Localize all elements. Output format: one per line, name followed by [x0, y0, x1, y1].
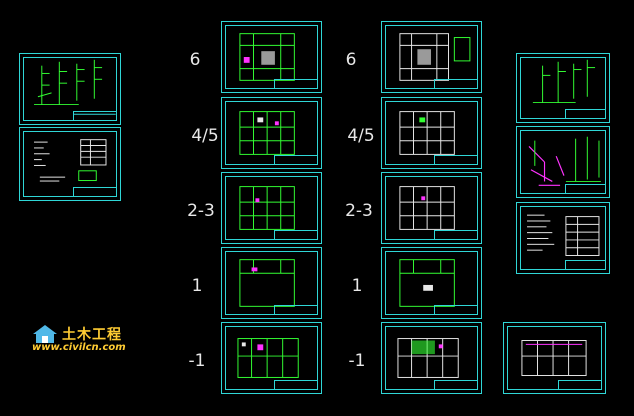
notes-drawing [34, 139, 107, 182]
title-block [274, 79, 317, 88]
riser-drawing [532, 59, 596, 104]
plan-drawing [399, 259, 455, 307]
title-block [565, 184, 605, 193]
plan-drawing [399, 33, 471, 81]
riser-drawing [34, 59, 116, 115]
civilcn-logo: 土木工程 www.civilcn.com [30, 322, 126, 356]
system-drawing [528, 136, 601, 186]
sheet-frame [225, 176, 318, 240]
sheet-frame [23, 131, 117, 197]
sheet-plan-b-floor-minus-1[interactable] [381, 322, 482, 394]
sheet-frame [225, 101, 318, 165]
title-block [274, 230, 317, 239]
sheet-plan-b-floor-4-5[interactable] [381, 97, 482, 169]
title-block [73, 187, 116, 196]
plan-drawing [239, 111, 295, 155]
title-block [565, 109, 605, 118]
plan-drawing [239, 259, 295, 307]
floor-label-1: 1 [191, 276, 203, 296]
sheet-frame [385, 251, 478, 315]
sheet-frame [225, 251, 318, 315]
sheet-plan-b-floor-6[interactable] [381, 21, 482, 93]
plan-drawing [399, 111, 455, 155]
sheet-frame [507, 326, 602, 390]
plan-drawing [397, 338, 459, 378]
floor-label-6: 6 [189, 50, 201, 70]
floor-label-4-5: 4/5 [191, 126, 219, 146]
sheet-plan-a-floor-minus-1[interactable] [221, 322, 322, 394]
house-logo-icon [33, 325, 57, 343]
title-block [274, 305, 317, 314]
sheet-plan-a-floor-2-3[interactable] [221, 172, 322, 244]
notes-drawing [527, 214, 600, 256]
floor-label-2-3: 2-3 [187, 201, 215, 221]
plan-drawing [237, 338, 299, 378]
plan-drawing [239, 33, 295, 81]
logo-url: www.civilcn.com [32, 342, 126, 353]
title-block [434, 230, 477, 239]
title-block [274, 155, 317, 164]
sheet-frame [520, 206, 606, 270]
sheet-plan-a-floor-6[interactable] [221, 21, 322, 93]
floor-label-4-5-b: 4/5 [347, 126, 375, 146]
title-block [274, 380, 317, 389]
sheet-frame [385, 326, 478, 390]
sheet-frame [385, 101, 478, 165]
sheet-frame [385, 176, 478, 240]
sheet-frame [520, 57, 606, 119]
floor-label-1-b: 1 [351, 276, 363, 296]
title-block [434, 380, 477, 389]
sheet-frame [385, 25, 478, 89]
sheet-frame [23, 57, 117, 121]
title-block [434, 305, 477, 314]
logo-name: 土木工程 [62, 327, 122, 343]
title-block [73, 111, 116, 120]
title-block [557, 380, 601, 389]
sheet-legend-notes-right[interactable] [516, 202, 610, 274]
sheet-frame [225, 326, 318, 390]
sheet-plan-b-floor-2-3[interactable] [381, 172, 482, 244]
floor-label-2-3-b: 2-3 [345, 201, 373, 221]
floor-label-minus-1: -1 [188, 351, 206, 371]
title-block [434, 79, 477, 88]
sheet-plan-a-floor-4-5[interactable] [221, 97, 322, 169]
plan-drawing [399, 186, 455, 230]
floor-label-minus-1-b: -1 [348, 351, 366, 371]
plan-drawing [521, 340, 587, 376]
sheet-riser-diagram-right[interactable] [516, 53, 610, 123]
sheet-frame [520, 130, 606, 194]
sheet-plan-b-floor-1[interactable] [381, 247, 482, 319]
sheet-riser-diagram-left[interactable] [19, 53, 121, 125]
sheet-legend-notes-left[interactable] [19, 127, 121, 201]
sheet-basement-elevation-right[interactable] [503, 322, 606, 394]
plan-drawing [239, 186, 295, 230]
floor-label-6-b: 6 [345, 50, 357, 70]
sheet-frame [225, 25, 318, 89]
sheet-plan-a-floor-1[interactable] [221, 247, 322, 319]
title-block [434, 155, 477, 164]
title-block [565, 260, 605, 269]
sheet-system-diagram-right[interactable] [516, 126, 610, 198]
